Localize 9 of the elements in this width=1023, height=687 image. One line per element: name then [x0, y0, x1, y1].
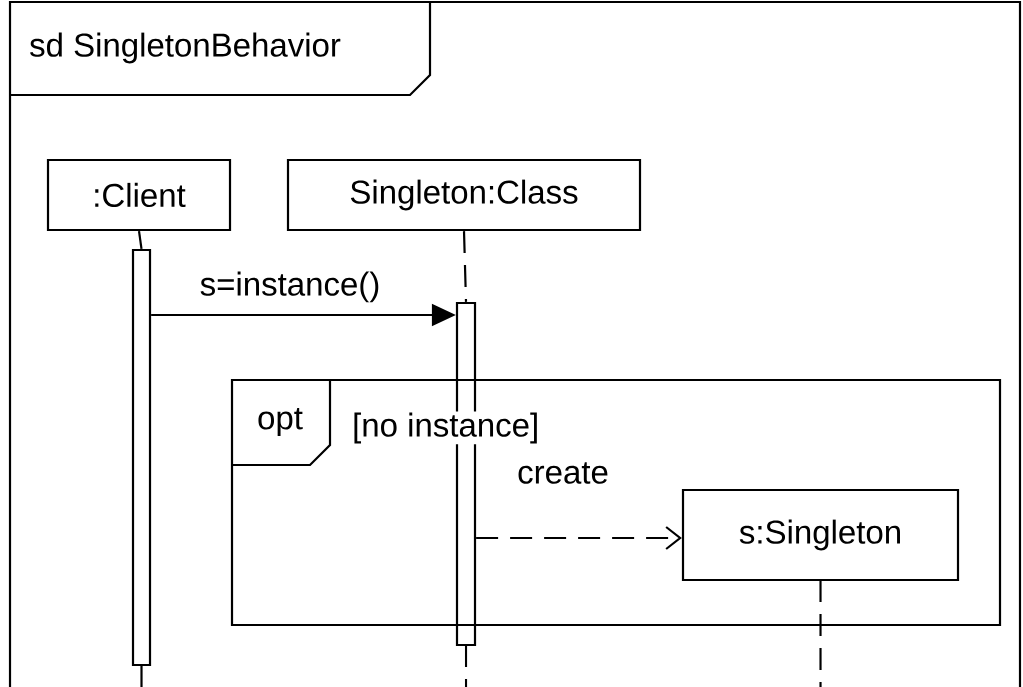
lifeline-head: Singleton:Class: [286, 158, 642, 232]
lifeline: [462, 231, 468, 302]
message-label: s=instance(): [198, 270, 382, 304]
message-label: create: [516, 461, 610, 485]
message-arrow: [476, 526, 682, 550]
lifeline: [137, 230, 143, 250]
lifeline-head: s:Singleton: [681, 488, 960, 582]
lifeline-head: :Client: [46, 158, 232, 232]
activation-bar: [131, 248, 152, 667]
